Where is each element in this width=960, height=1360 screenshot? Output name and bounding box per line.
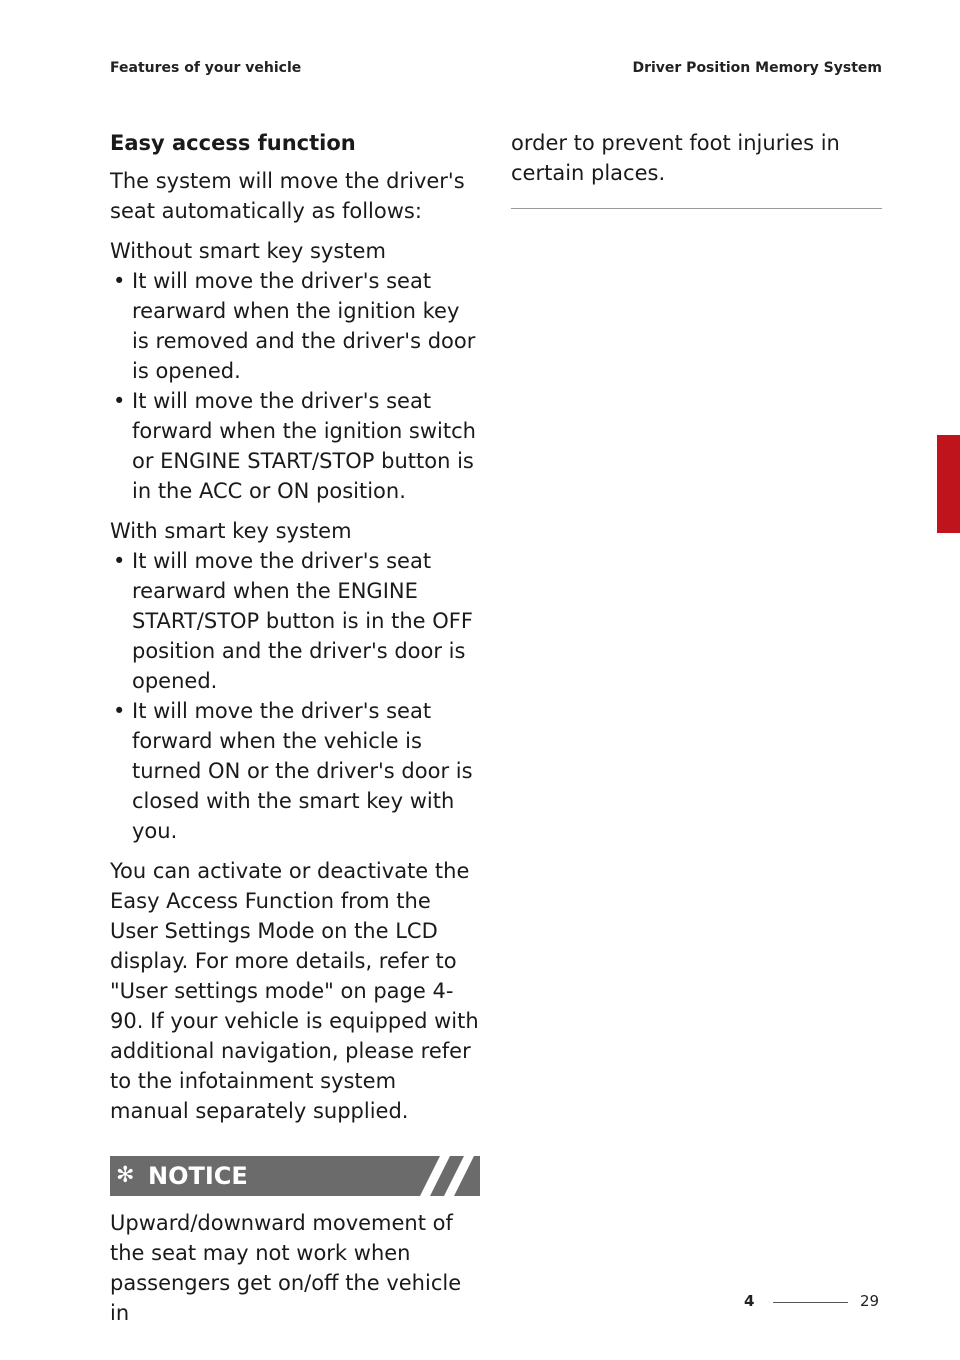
left-column: Easy access function The system will mov… bbox=[110, 128, 480, 1328]
right-column: order to prevent foot injuries in certai… bbox=[511, 128, 882, 209]
with-smart-key-list: •It will move the driver's seat rearward… bbox=[110, 546, 480, 846]
bullet-icon: • bbox=[113, 699, 126, 723]
without-smart-key-label: Without smart key system bbox=[110, 239, 386, 263]
list-item: •It will move the driver's seat rearward… bbox=[110, 266, 480, 386]
chapter-side-tab-label: 4 bbox=[942, 510, 956, 532]
footer-divider bbox=[773, 1302, 848, 1303]
bullet-icon: • bbox=[113, 549, 126, 573]
closing-paragraph: You can activate or deactivate the Easy … bbox=[110, 859, 479, 1123]
running-header-left: Features of your vehicle bbox=[110, 60, 302, 76]
list-item: •It will move the driver's seat rearward… bbox=[110, 546, 480, 696]
without-smart-key-list: •It will move the driver's seat rearward… bbox=[110, 266, 480, 506]
chapter-side-tab bbox=[937, 435, 960, 533]
with-smart-key-label: With smart key system bbox=[110, 519, 352, 543]
intro-paragraph: The system will move the driver's seat a… bbox=[110, 169, 465, 223]
diagonal-stripes-icon bbox=[420, 1156, 474, 1196]
notice-asterisk-icon: ✻ bbox=[116, 1163, 135, 1188]
section-title: Easy access function bbox=[110, 131, 356, 155]
notice-end-divider bbox=[511, 208, 882, 209]
list-item: •It will move the driver's seat forward … bbox=[110, 386, 480, 506]
notice-banner: ✻ NOTICE bbox=[110, 1156, 480, 1196]
list-item: •It will move the driver's seat forward … bbox=[110, 696, 480, 846]
bullet-icon: • bbox=[113, 269, 126, 293]
notice-text-left: Upward/downward movement of the seat may… bbox=[110, 1211, 462, 1325]
running-header-right: Driver Position Memory System bbox=[632, 60, 882, 76]
footer-chapter-number: 4 bbox=[744, 1292, 755, 1310]
notice-title: NOTICE bbox=[148, 1162, 248, 1190]
footer-page-number: 29 bbox=[860, 1292, 880, 1310]
notice-text-right: order to prevent foot injuries in certai… bbox=[511, 131, 840, 185]
bullet-icon: • bbox=[113, 389, 126, 413]
